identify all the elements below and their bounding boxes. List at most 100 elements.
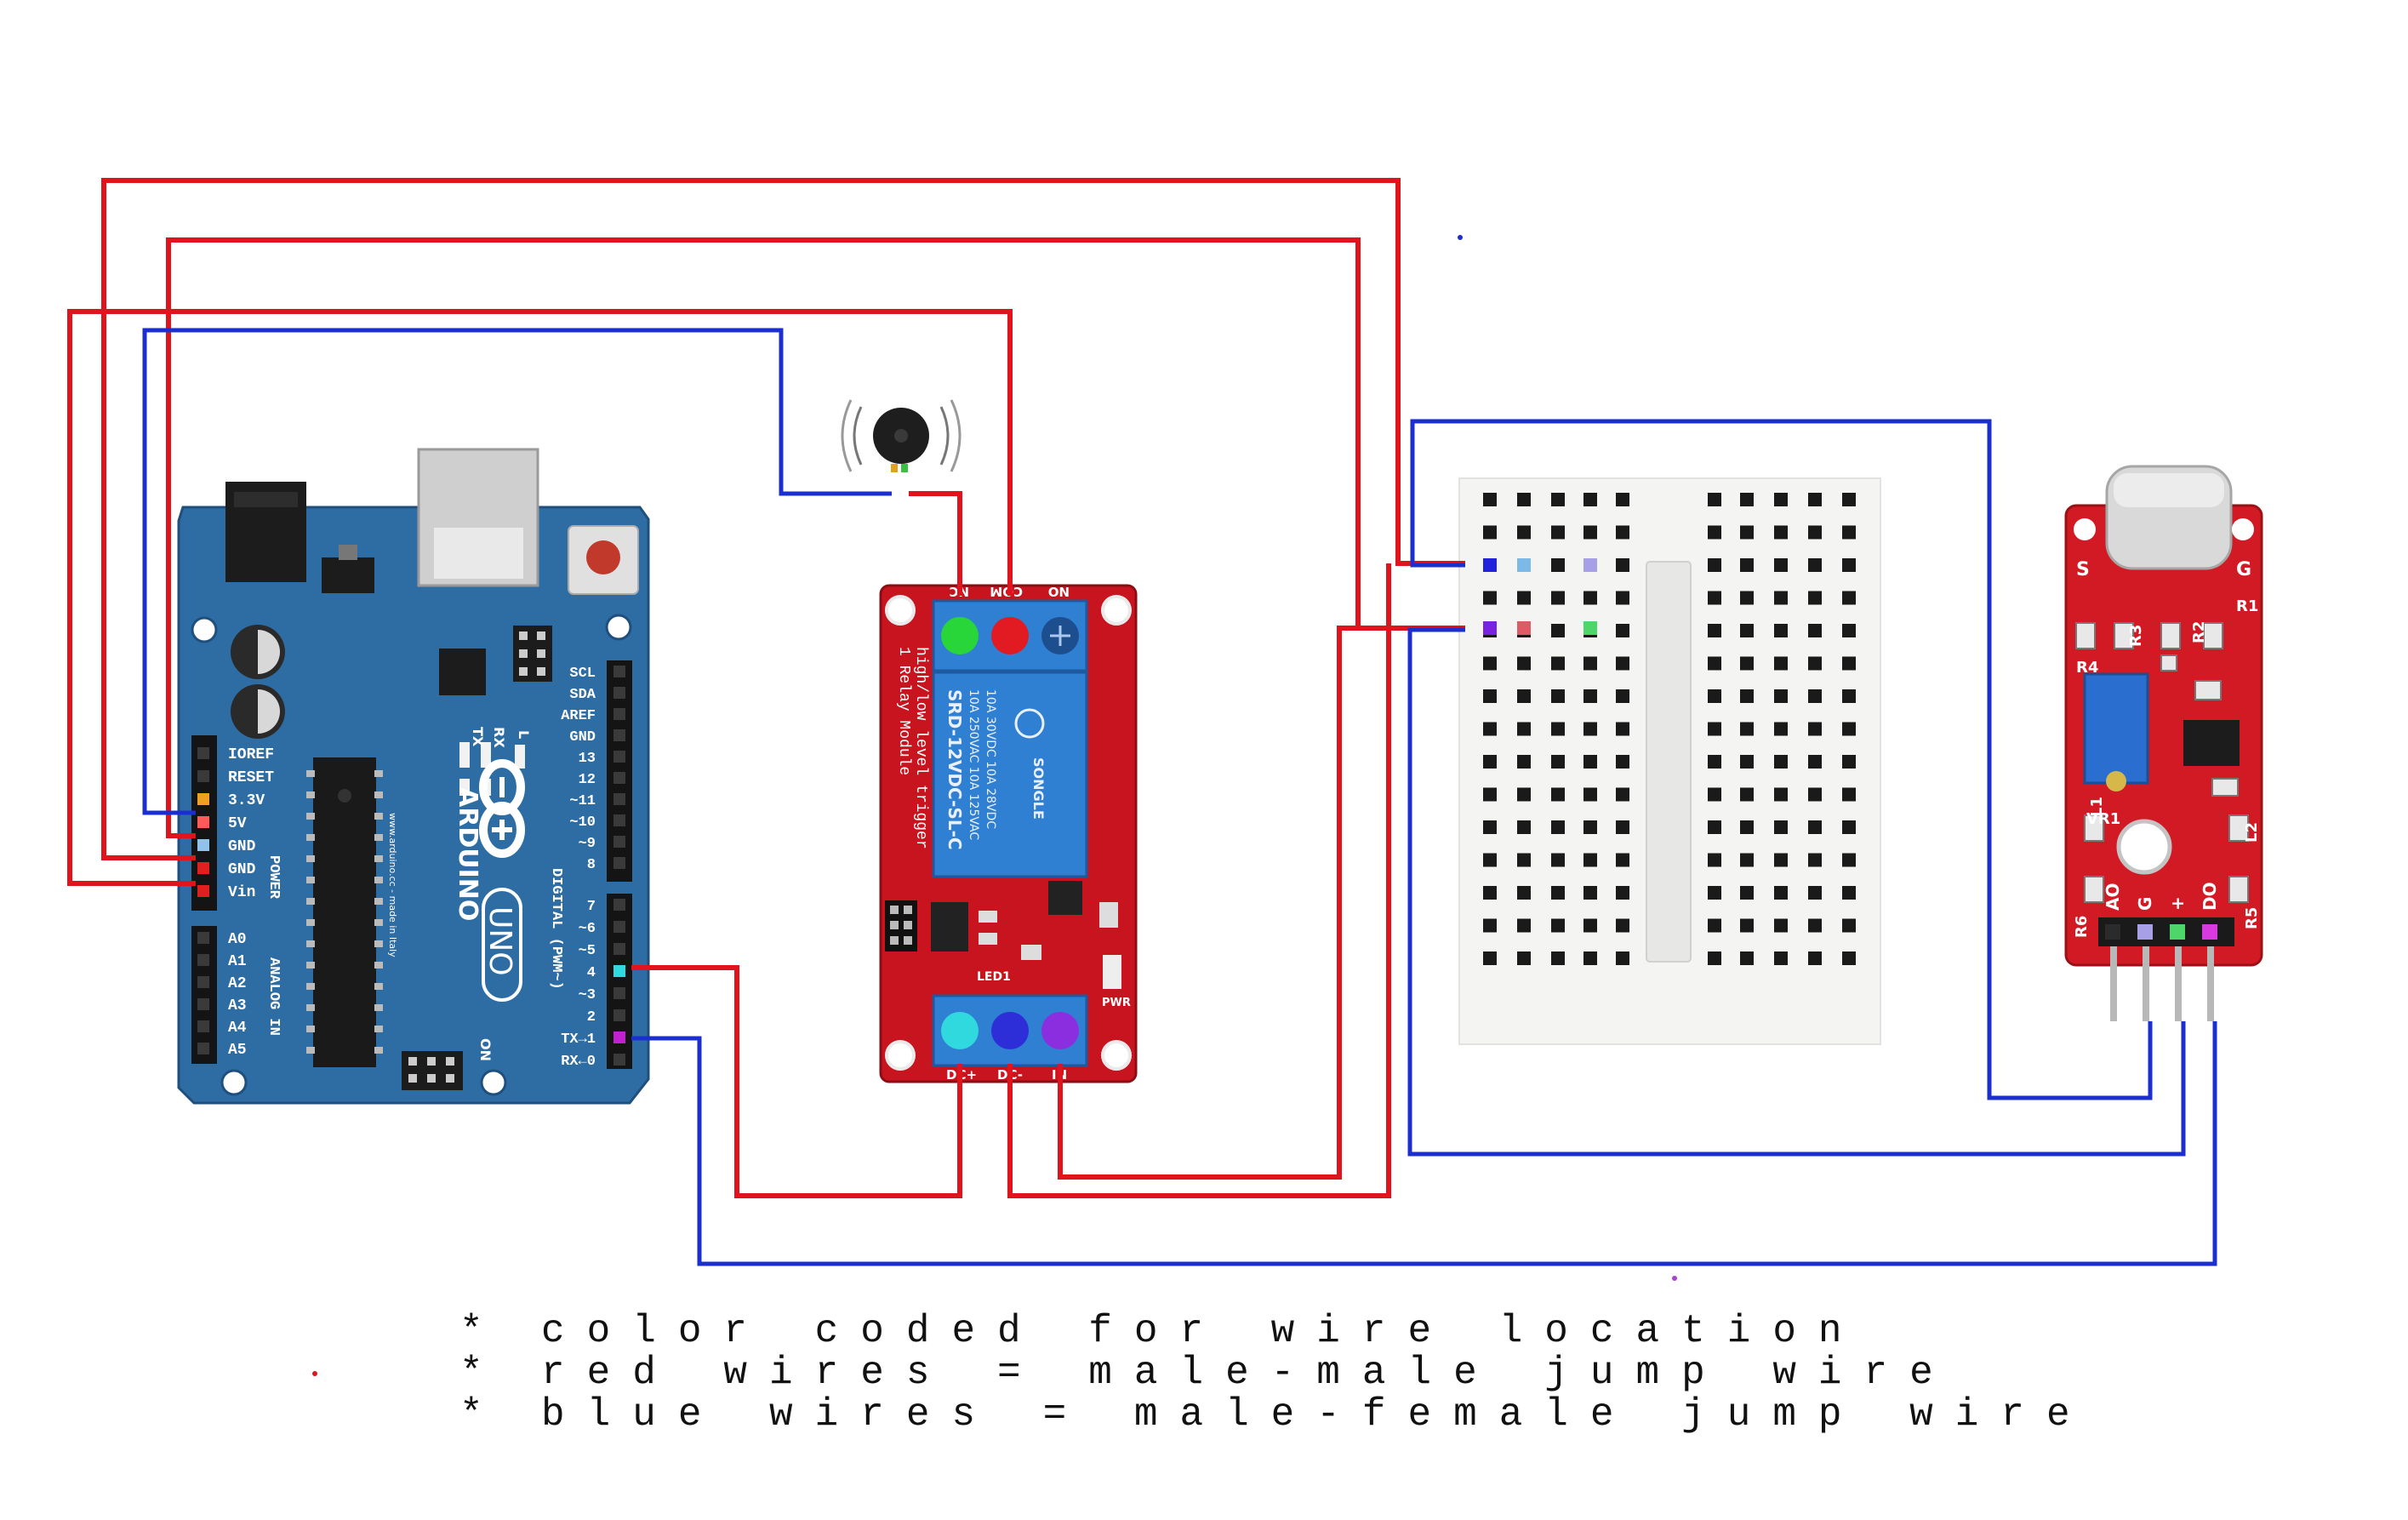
sensor-pin-label: AO bbox=[2103, 883, 2123, 911]
chip-leg bbox=[306, 813, 315, 820]
breadboard-hole bbox=[1774, 853, 1788, 867]
breadboard-hole bbox=[1616, 918, 1629, 933]
analog-header bbox=[191, 926, 217, 1064]
breadboard-hole bbox=[1551, 493, 1565, 506]
breadboard-hole bbox=[1842, 951, 1856, 965]
digital-pin bbox=[613, 921, 625, 933]
breadboard-hole bbox=[1483, 493, 1497, 506]
breadboard-hole bbox=[1774, 525, 1788, 540]
dc-minus-terminal bbox=[991, 1012, 1029, 1049]
blue-wire-tx-to-sensor-do bbox=[631, 1021, 2217, 1266]
breadboard-hole bbox=[1842, 820, 1856, 834]
digital-pin-label: TX→1 bbox=[561, 1031, 596, 1048]
breadboard-hole bbox=[1708, 886, 1721, 900]
analog-pin-label: A0 bbox=[228, 931, 247, 948]
sensor-component-label: R2 bbox=[2190, 621, 2208, 643]
breadboard-hole bbox=[1483, 525, 1497, 540]
chip-leg bbox=[374, 1047, 383, 1054]
breadboard-hole bbox=[1708, 722, 1721, 736]
sensor-component-label: VR1 bbox=[2086, 810, 2120, 828]
chip-leg bbox=[374, 770, 383, 777]
breadboard-hole bbox=[1583, 951, 1597, 965]
pwr-label: PWR bbox=[1102, 997, 1131, 1009]
breadboard-hole bbox=[1774, 951, 1788, 965]
breadboard-hole bbox=[1740, 656, 1754, 671]
breadboard-hole bbox=[1808, 853, 1822, 867]
breadboard-hole bbox=[1808, 493, 1822, 506]
relay-module: NC COM NO SRD-12VDC-SL-C 10A 250VAC 10A … bbox=[879, 584, 1138, 1083]
chip-leg bbox=[306, 791, 315, 798]
breadboard-hole bbox=[1616, 951, 1629, 965]
breadboard-hole bbox=[1551, 853, 1565, 867]
note-bullet: * bbox=[459, 1309, 483, 1353]
digital-pin bbox=[613, 708, 625, 720]
breadboard-hole bbox=[1708, 624, 1721, 637]
breadboard-hole bbox=[1551, 787, 1565, 802]
digital-pin-label: GND bbox=[569, 729, 596, 746]
digital-pin bbox=[613, 1054, 625, 1066]
optocoupler bbox=[931, 902, 968, 951]
relay-brand-text: SONGLE bbox=[1030, 757, 1047, 820]
red-wire-pin4-to-dc-plus bbox=[631, 965, 962, 1198]
breadboard-hole bbox=[1808, 755, 1822, 769]
breadboard-hole bbox=[1774, 755, 1788, 769]
breadboard-hole bbox=[1808, 886, 1822, 900]
breadboard-hole bbox=[1708, 918, 1721, 933]
note-bullet: * bbox=[459, 1351, 483, 1395]
breadboard-hole bbox=[1583, 722, 1597, 736]
digital-section-label: DIGITAL (PWM~) bbox=[548, 868, 564, 990]
breadboard-hole bbox=[1740, 689, 1754, 703]
blue-wire-breadboard-to-sensor-g bbox=[1410, 419, 2153, 1100]
chip-leg bbox=[374, 898, 383, 905]
note-text-color-coded: color coded for wire location bbox=[541, 1309, 1864, 1353]
digital-pin-label: 13 bbox=[579, 751, 596, 767]
blue-wire-breadboard-to-sensor-plus bbox=[1407, 627, 2186, 1157]
chip-leg bbox=[306, 940, 315, 947]
breadboard-hole bbox=[1616, 591, 1629, 605]
chip-leg bbox=[374, 919, 383, 926]
breadboard-hole bbox=[1842, 787, 1856, 802]
breadboard-hole bbox=[1774, 624, 1788, 637]
breadboard-hole bbox=[1517, 755, 1531, 769]
chip-leg bbox=[306, 855, 315, 862]
breadboard-hole bbox=[1774, 689, 1788, 703]
breadboard-hole bbox=[1517, 656, 1531, 671]
breadboard-hole bbox=[1774, 591, 1788, 605]
breadboard-hole bbox=[1740, 558, 1754, 572]
chip-leg bbox=[374, 1026, 383, 1032]
breadboard bbox=[1458, 477, 1881, 1045]
breadboard-hole bbox=[1842, 918, 1856, 933]
power-pin bbox=[197, 793, 209, 805]
bb-marker-light-blue bbox=[1517, 558, 1531, 572]
icsp-header-bottom bbox=[402, 1051, 463, 1090]
sensor-pin-label: DO bbox=[2200, 882, 2220, 911]
power-pin bbox=[197, 839, 209, 851]
chip-leg bbox=[374, 940, 383, 947]
mounting-hole bbox=[885, 595, 916, 626]
chip-leg bbox=[306, 898, 315, 905]
breadboard-hole bbox=[1842, 689, 1856, 703]
breadboard-hole bbox=[1774, 787, 1788, 802]
breadboard-center-channel bbox=[1646, 561, 1692, 963]
analog-pin-label: A5 bbox=[228, 1042, 247, 1059]
sensor-component-label: R6 bbox=[2073, 916, 2091, 938]
digital-pin bbox=[613, 751, 625, 763]
breadboard-hole bbox=[1483, 853, 1497, 867]
breadboard-hole bbox=[1708, 951, 1721, 965]
breadboard-hole bbox=[1708, 591, 1721, 605]
relay-side-text-2: high/low level trigger bbox=[912, 647, 929, 849]
breadboard-hole bbox=[1551, 918, 1565, 933]
breadboard-hole bbox=[1774, 493, 1788, 506]
breadboard-hole bbox=[1517, 689, 1531, 703]
relay-top-label-com: COM bbox=[990, 584, 1023, 599]
relay-model-text: SRD-12VDC-SL-C bbox=[944, 689, 965, 850]
breadboard-hole bbox=[1774, 886, 1788, 900]
breadboard-hole bbox=[1708, 820, 1721, 834]
chip-leg bbox=[374, 962, 383, 969]
notes-block: * color coded for wire location *red wire… bbox=[459, 1311, 2092, 1436]
chip-leg bbox=[374, 983, 383, 990]
digital-pin bbox=[613, 729, 625, 741]
note-line: *blue wires = male-female jump wire bbox=[459, 1394, 2092, 1436]
note-line: *red wires = male-male jump wire bbox=[459, 1352, 2092, 1394]
